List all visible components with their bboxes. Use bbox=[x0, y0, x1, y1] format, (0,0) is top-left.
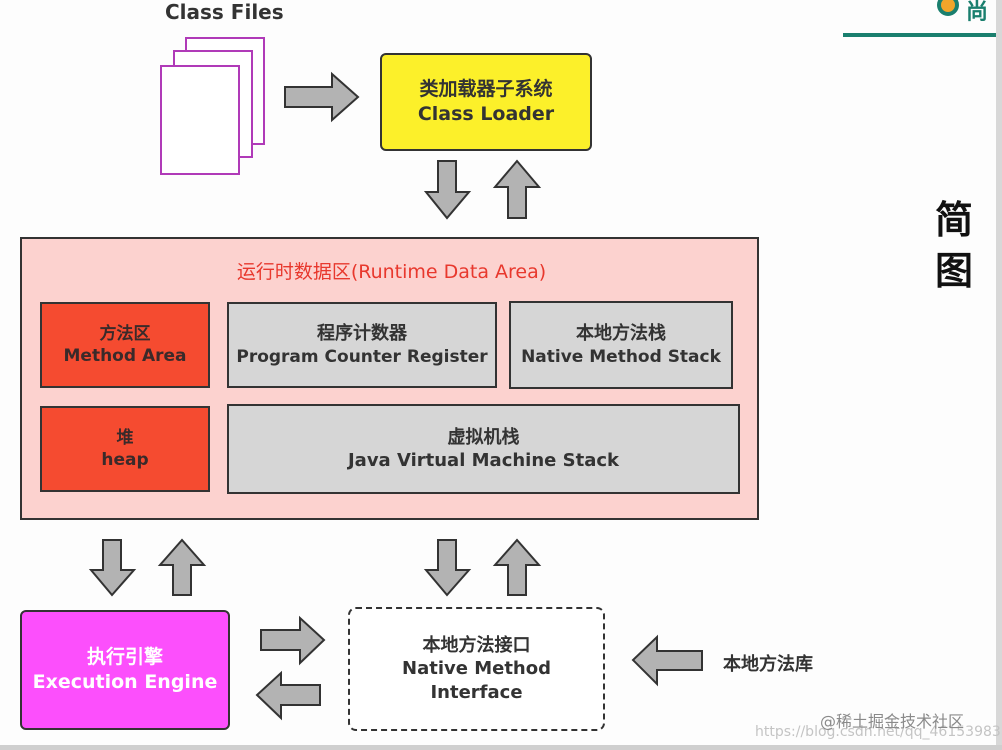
logo-text: 尚 bbox=[966, 0, 989, 25]
header-divider bbox=[843, 33, 996, 37]
class-loader-en: Class Loader bbox=[417, 103, 555, 125]
side-title-char-1: 简 bbox=[935, 198, 974, 242]
arrow-up-icon bbox=[492, 159, 542, 219]
arrow-right-icon bbox=[260, 615, 326, 666]
class-loader-box: 类加载器子系统 Class Loader bbox=[380, 53, 592, 151]
execution-engine-cn: 执行引擎 bbox=[86, 646, 163, 669]
right-edge-strip bbox=[996, 0, 1002, 750]
execution-engine-en: Execution Engine bbox=[32, 671, 218, 693]
arrow-down-icon bbox=[423, 160, 472, 220]
heap-cn: 堆 bbox=[116, 427, 134, 448]
jvm-stack-box: 虚拟机栈 Java Virtual Machine Stack bbox=[227, 404, 740, 494]
arrow-up-icon bbox=[492, 538, 542, 596]
class-files-label: Class Files bbox=[165, 0, 284, 24]
logo-icon bbox=[937, 0, 959, 16]
watermark: @稀土掘金技术社区 bbox=[820, 712, 965, 731]
program-counter-cn: 程序计数器 bbox=[317, 323, 407, 345]
side-title: 简 图 bbox=[935, 195, 979, 298]
method-area-en: Method Area bbox=[63, 346, 187, 366]
runtime-data-area: 运行时数据区(Runtime Data Area) 方法区 Method Are… bbox=[20, 237, 759, 520]
arrow-left-icon bbox=[255, 670, 321, 721]
class-loader-cn: 类加载器子系统 bbox=[419, 78, 553, 101]
class-file-page bbox=[160, 65, 240, 175]
watermark-url: https://blog.csdn.net/qq_46153983 bbox=[755, 724, 1001, 740]
arrow-down-icon bbox=[423, 539, 472, 597]
heap-box: 堆 heap bbox=[40, 406, 210, 492]
jvm-stack-cn: 虚拟机栈 bbox=[447, 426, 520, 448]
method-area-box: 方法区 Method Area bbox=[40, 302, 210, 388]
native-interface-cn: 本地方法接口 bbox=[422, 634, 531, 656]
jvm-stack-en: Java Virtual Machine Stack bbox=[347, 450, 619, 471]
arrow-left-icon bbox=[631, 634, 703, 687]
heap-en: heap bbox=[101, 450, 149, 470]
method-area-cn: 方法区 bbox=[99, 323, 151, 344]
native-method-stack-en: Native Method Stack bbox=[521, 346, 721, 367]
runtime-data-area-title: 运行时数据区(Runtime Data Area) bbox=[236, 261, 547, 283]
native-method-interface-box: 本地方法接口 Native Method Interface bbox=[348, 607, 605, 731]
native-method-stack-box: 本地方法栈 Native Method Stack bbox=[509, 301, 733, 389]
program-counter-en: Program Counter Register bbox=[236, 346, 488, 367]
side-title-char-2: 图 bbox=[935, 249, 974, 294]
program-counter-register-box: 程序计数器 Program Counter Register bbox=[227, 302, 497, 388]
execution-engine-box: 执行引擎 Execution Engine bbox=[20, 610, 230, 730]
arrow-down-icon bbox=[88, 539, 137, 597]
arrow-up-icon bbox=[157, 538, 207, 596]
native-interface-en2: Interface bbox=[430, 681, 523, 703]
native-interface-en1: Native Method bbox=[402, 658, 551, 680]
native-method-stack-cn: 本地方法栈 bbox=[576, 323, 666, 345]
arrow-right-icon bbox=[284, 71, 360, 123]
bottom-edge-strip bbox=[0, 745, 1002, 750]
native-method-library-label: 本地方法库 bbox=[723, 654, 813, 675]
